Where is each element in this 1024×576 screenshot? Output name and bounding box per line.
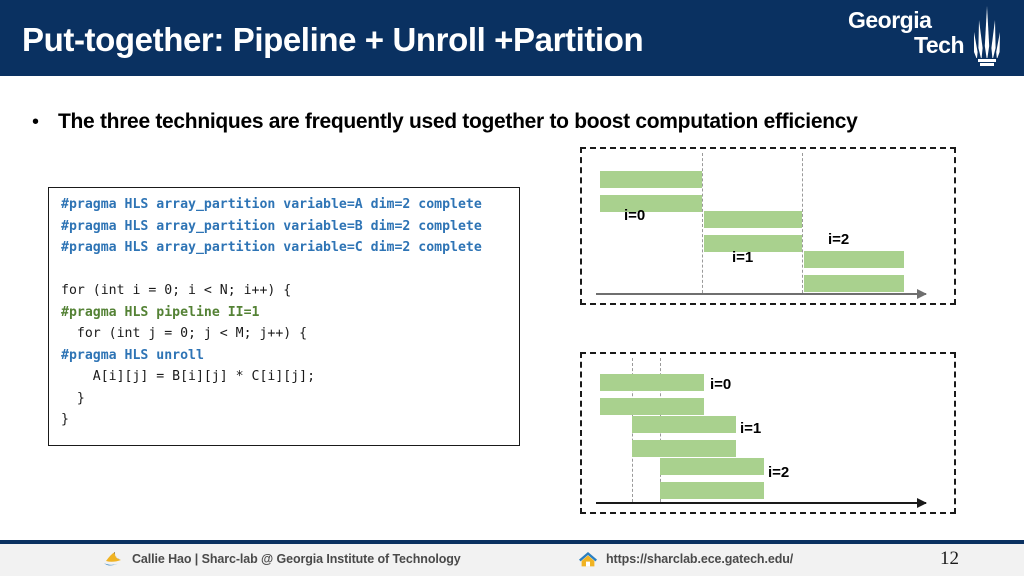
footer-author-group: Callie Hao | Sharc-lab @ Georgia Institu…: [104, 550, 461, 567]
iteration-label: i=0: [710, 376, 732, 393]
logo-line-georgia: Georgia: [848, 7, 932, 33]
task-bar: [704, 235, 802, 252]
code-line: #pragma HLS unroll: [61, 347, 204, 363]
footer-divider: [0, 540, 1024, 544]
page-title: Put-together: Pipeline + Unroll +Partiti…: [22, 21, 644, 58]
task-bar: [804, 251, 904, 268]
time-axis-line: [596, 293, 926, 295]
time-axis-arrow: [596, 498, 927, 508]
pipeline-plus-unroll-timeline: i=0 i=1 i=2: [580, 352, 956, 514]
page-number: 12: [940, 548, 959, 569]
task-bar: [632, 440, 736, 457]
home-icon: [578, 550, 598, 568]
code-line: #pragma HLS array_partition variable=A d…: [61, 197, 482, 212]
iteration-label: i=0: [624, 207, 646, 224]
unroll-without-pipeline-timeline: i=0 i=1 i=2: [580, 147, 956, 305]
task-bar: [704, 211, 802, 228]
iteration-divider-line: [702, 153, 703, 293]
bullet-row: • The three techniques are frequently us…: [32, 108, 1002, 136]
task-bar: [660, 458, 764, 475]
code-block-text: #pragma HLS array_partition variable=A d…: [61, 194, 482, 431]
footer-url-text[interactable]: https://sharclab.ece.gatech.edu/: [606, 552, 794, 566]
code-block: #pragma HLS array_partition variable=A d…: [48, 187, 520, 446]
header-accent-line: [0, 76, 1024, 79]
slide-footer: [0, 544, 1024, 576]
bullet-text: The three techniques are frequently used…: [58, 110, 858, 133]
slide-header-bar: [0, 0, 1024, 76]
georgia-tech-logo: Georgia Tech: [848, 6, 1006, 68]
time-axis-line: [596, 502, 926, 504]
iteration-label: i=1: [732, 249, 754, 266]
task-bar: [660, 482, 764, 499]
time-axis-arrowhead: [917, 498, 927, 508]
bullet-marker: •: [32, 111, 40, 133]
task-bar: [600, 398, 704, 415]
iteration-divider-line: [802, 153, 803, 293]
task-bar: [600, 374, 704, 391]
code-line: #pragma HLS array_partition variable=B d…: [61, 218, 482, 234]
code-line: }: [61, 390, 85, 406]
footer-url-group[interactable]: https://sharclab.ece.gatech.edu/: [578, 550, 793, 568]
task-bar: [600, 195, 702, 212]
code-line: #pragma HLS array_partition variable=C d…: [61, 240, 482, 255]
iteration-label: i=2: [768, 464, 790, 481]
gt-tower-icon: [974, 6, 1000, 66]
code-line-blank: [61, 259, 482, 281]
code-line: }: [61, 412, 69, 427]
iteration-label: i=1: [740, 420, 762, 437]
code-line: A[i][j] = B[i][j] * C[i][j];: [61, 369, 316, 384]
code-line: #pragma HLS pipeline II=1: [61, 304, 260, 320]
georgia-tech-wordmark: Georgia Tech: [848, 8, 968, 58]
time-axis-arrow: [596, 289, 927, 299]
iteration-label: i=2: [828, 231, 850, 248]
code-line: for (int j = 0; j < M; j++) {: [61, 326, 308, 341]
task-bar: [804, 275, 904, 292]
task-bar: [632, 416, 736, 433]
footer-author-text: Callie Hao | Sharc-lab @ Georgia Institu…: [132, 551, 461, 566]
sharc-lab-logo-icon: [104, 550, 124, 567]
code-line: for (int i = 0; i < N; i++) {: [61, 283, 292, 298]
task-bar: [600, 171, 702, 188]
logo-line-tech: Tech: [914, 32, 964, 58]
time-axis-arrowhead: [917, 289, 927, 299]
